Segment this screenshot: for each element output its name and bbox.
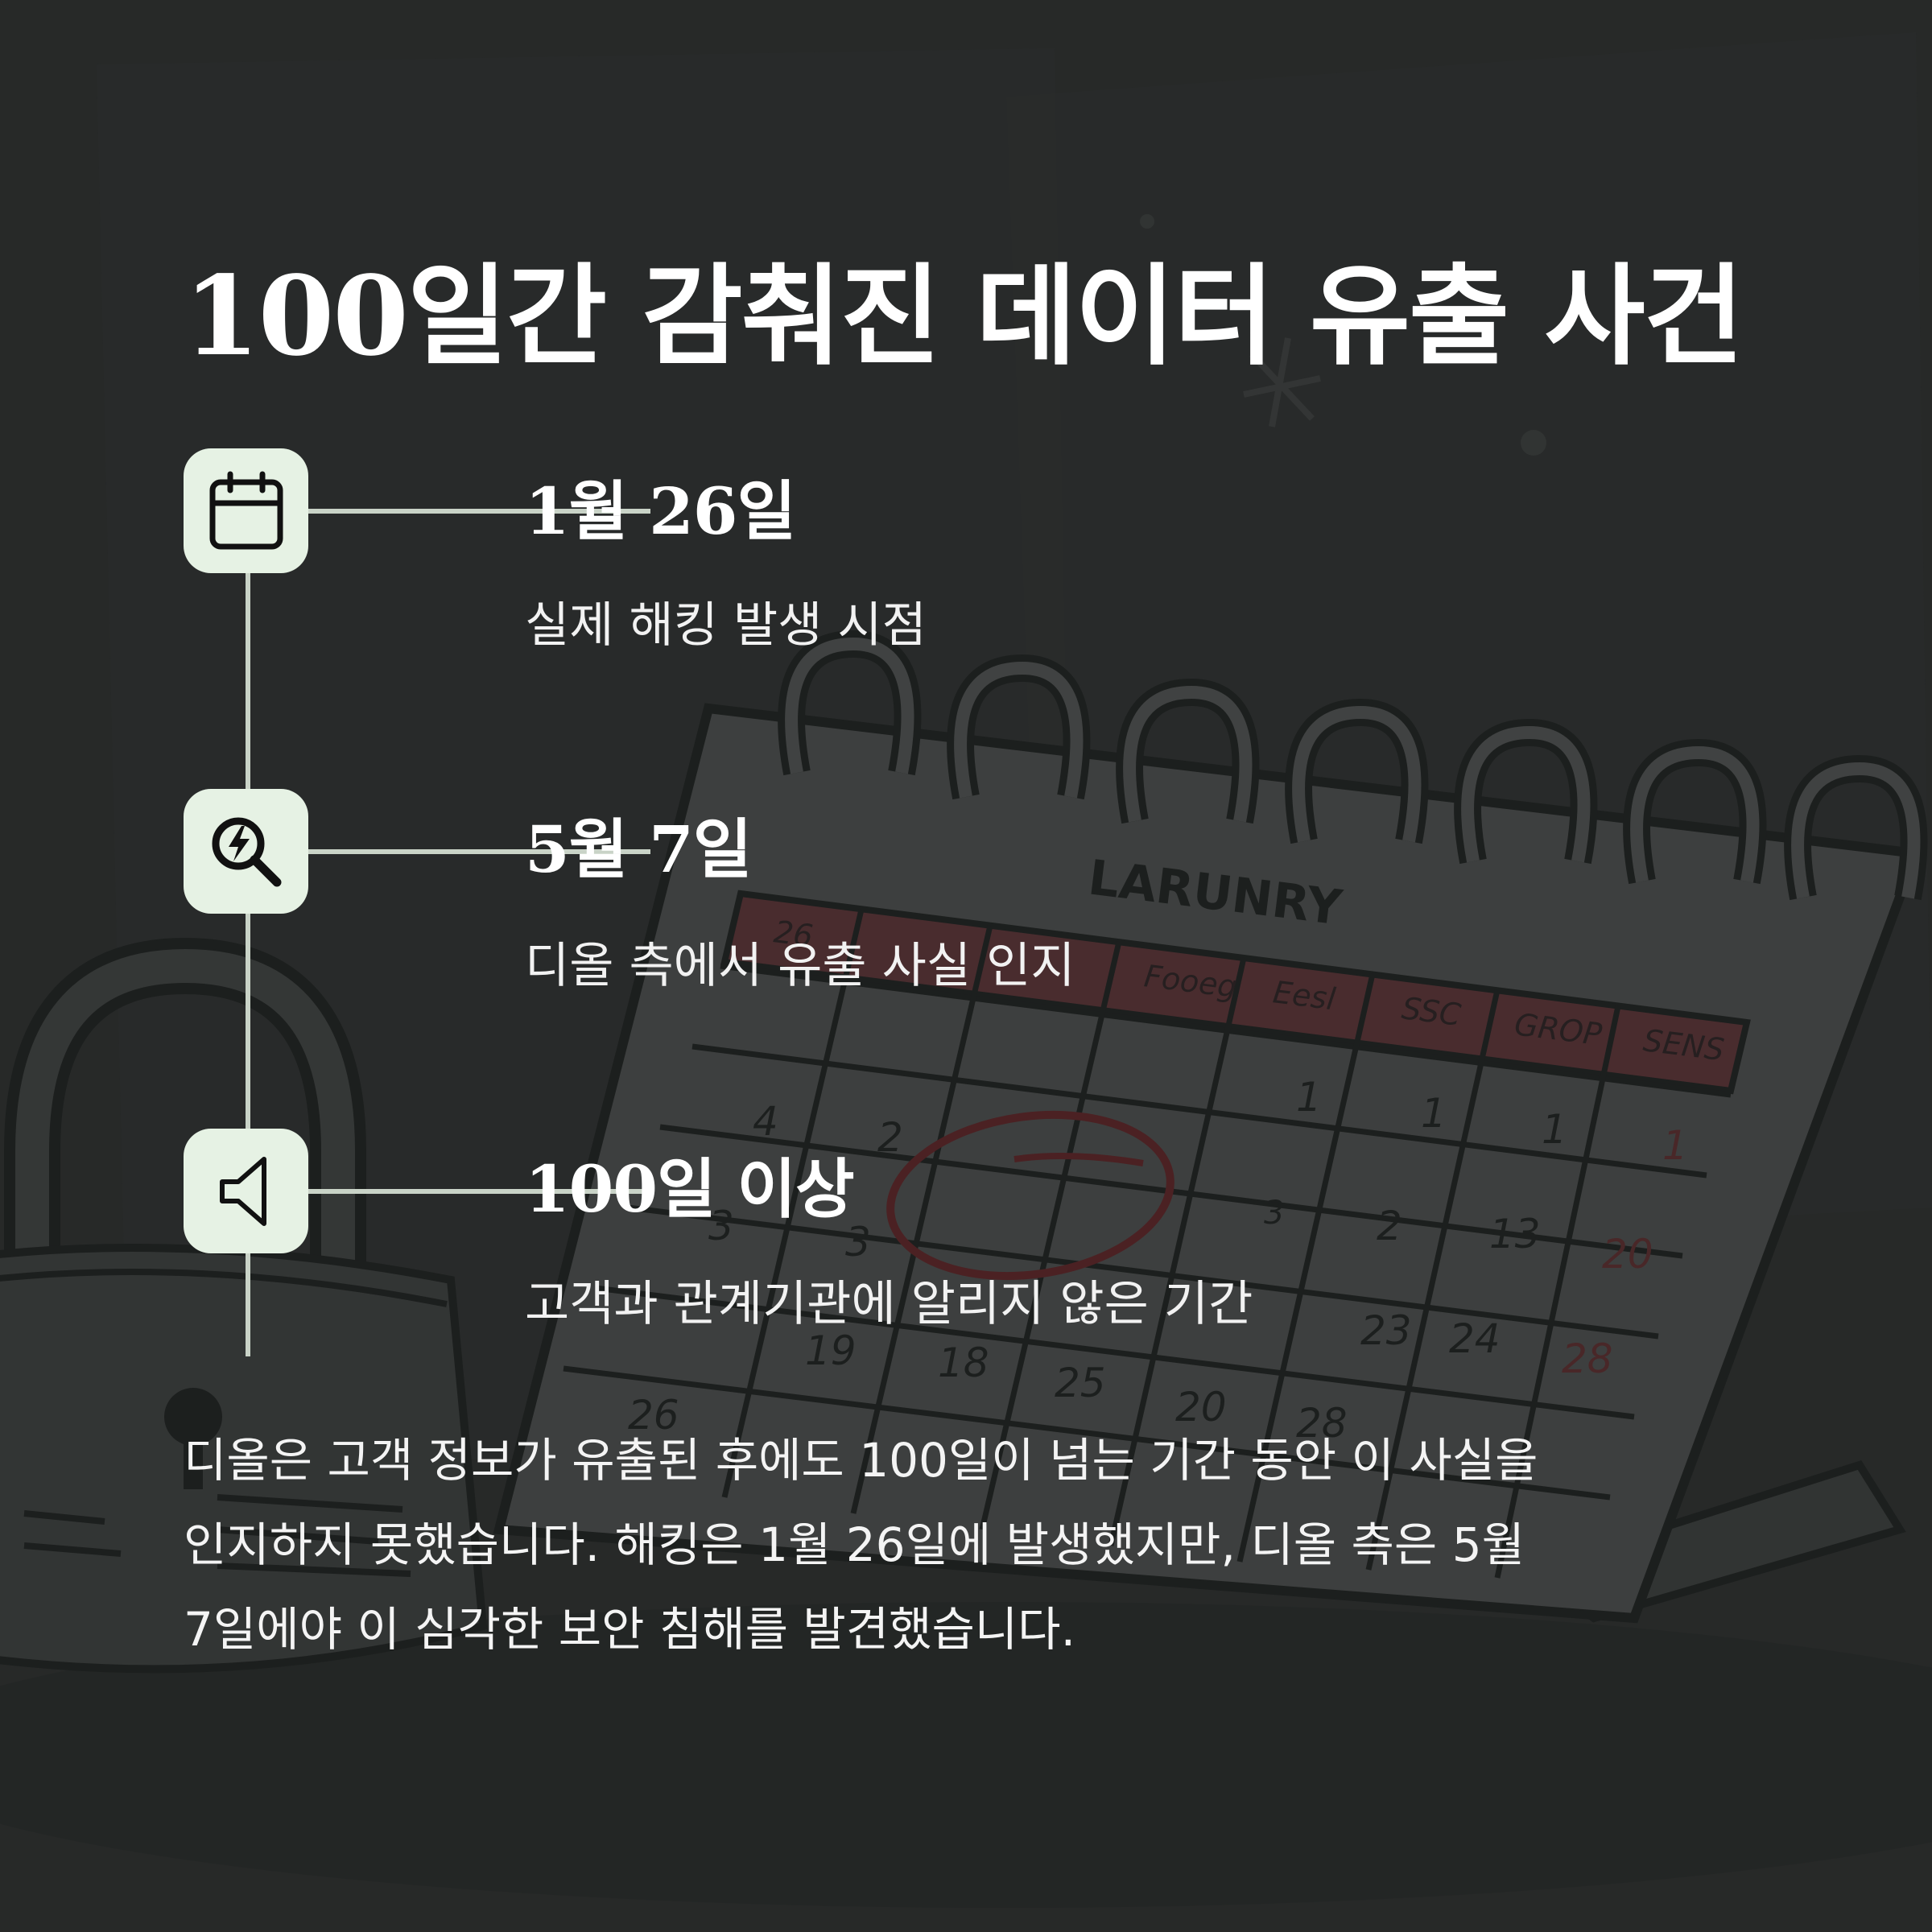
day-number: 3 (845, 1219, 871, 1265)
day-number: 1 (1296, 1074, 1322, 1121)
day-number: 3 (1264, 1195, 1284, 1232)
timeline-node-1 (184, 448, 650, 573)
day-number: 4 (753, 1098, 778, 1145)
title-number: 100 (184, 252, 409, 381)
event-date-3: 100일 이상 (525, 1151, 855, 1227)
summary-line-2: 인지하지 못했습니다. 해킹은 1월 26일에 발생했지만, 디올 측은 5월 (184, 1517, 1525, 1572)
day-number: 19 (805, 1327, 857, 1374)
day-number: 18 (938, 1340, 989, 1386)
search-icon-box (184, 789, 308, 914)
day-number: 20 (1602, 1231, 1653, 1278)
event-description-1: 실제 해킹 발생 시점 (525, 597, 927, 654)
day-number: 26 (628, 1392, 679, 1439)
day-number: 2 (877, 1114, 903, 1161)
search-lightning-icon (212, 817, 281, 886)
title-text: 일간 감춰진 데이터 유출 사건 (407, 254, 1744, 381)
day-number: 25 (1055, 1360, 1106, 1406)
timeline-connector (308, 509, 650, 514)
padlock-illustration (0, 937, 488, 1674)
event-date-1: 1월 26일 (525, 473, 796, 549)
timeline-line (246, 564, 250, 1356)
speaker-icon (219, 1156, 266, 1226)
calendar-icon (209, 471, 283, 549)
day-number: 2 (1377, 1203, 1402, 1249)
day-number: 13 (1489, 1211, 1541, 1257)
timeline-connector (308, 849, 650, 854)
speaker-icon-box (184, 1129, 308, 1253)
event-description-2: 디올 측에서 유출 사실 인지 (525, 938, 1075, 994)
day-number: 28 (1296, 1400, 1348, 1447)
timeline-node-2 (184, 789, 650, 914)
day-number: 1 (1542, 1106, 1567, 1153)
weekday-label-3: SSC (1400, 990, 1463, 1033)
day-number: 28 (1562, 1335, 1613, 1382)
event-description-3: 고객과 관계기관에 알리지 않은 기간 (525, 1276, 1253, 1332)
day-number: 1 (1662, 1122, 1688, 1169)
timeline-node-3 (184, 1129, 650, 1253)
page-title: 100일간 감춰진 데이터 유출 사건 (184, 254, 1744, 381)
calendar-illustration: LARUNRY (493, 630, 1928, 1624)
weekday-label-2: Eesl (1271, 974, 1338, 1017)
day-number: 23 (1360, 1307, 1412, 1354)
calendar-icon-box (184, 448, 308, 573)
summary-paragraph: 디올은 고객 정보가 유출된 후에도 100일이 넘는 기간 동안 이 사실을 … (184, 1418, 1777, 1672)
summary-line-3: 7일에야 이 심각한 보안 침해를 발견했습니다. (184, 1602, 1076, 1657)
day-number: 3 (708, 1203, 734, 1249)
event-date-2: 5월 7일 (525, 811, 752, 887)
day-number: 1 (1421, 1090, 1447, 1137)
timeline-connector (308, 1189, 650, 1194)
day-number: 24 (1449, 1315, 1501, 1362)
summary-line-1: 디올은 고객 정보가 유출된 후에도 100일이 넘는 기간 동안 이 사실을 (184, 1433, 1538, 1488)
day-number: 20 (1175, 1384, 1227, 1430)
weekday-label-0: 26 (772, 914, 815, 954)
